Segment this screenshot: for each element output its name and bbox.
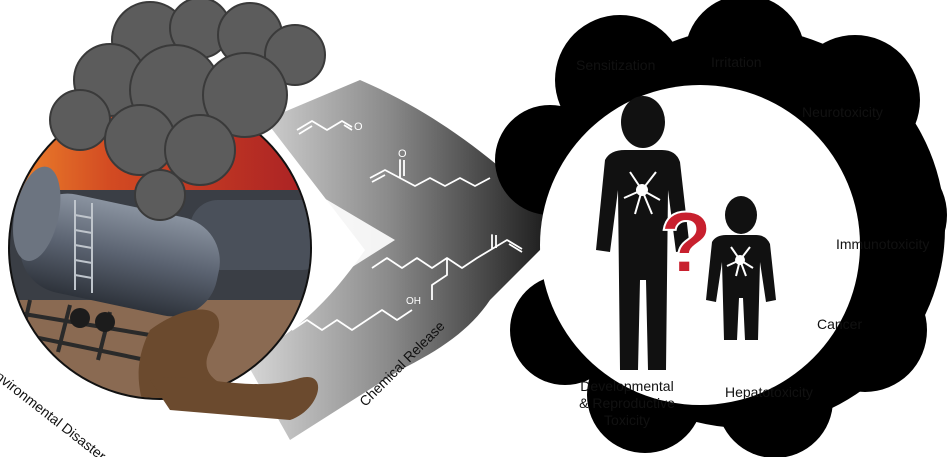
- molecule-acrolein: [296, 120, 353, 131]
- outcome-immunotoxicity: Immunotoxicity: [836, 236, 930, 252]
- tanker-car: [13, 166, 220, 345]
- chemical-spill: [138, 309, 310, 398]
- outcome-developmental-line2: & Reproductive: [579, 395, 675, 411]
- outcome-hepatotoxicity: Hepatotoxicity: [725, 384, 813, 400]
- chemical-structures: [291, 120, 523, 331]
- molecule-butoxyethanol: [291, 309, 413, 331]
- adult-silhouette: [596, 96, 690, 370]
- outcome-sensitization: Sensitization: [576, 57, 656, 73]
- outcome-developmental-reproductive-toxicity: Developmental & Reproductive Toxicity: [578, 378, 676, 429]
- molecule-acrolein-oxygen: O: [354, 121, 363, 133]
- outcome-irritation: Irritation: [711, 54, 762, 70]
- stream-chevron-notch: [285, 175, 395, 300]
- rear-tanker: [190, 200, 310, 270]
- spill-tail: [150, 376, 319, 420]
- neuron-marks: [623, 171, 754, 277]
- outcome-neurotoxicity: Neurotoxicity: [802, 104, 883, 120]
- smoke-plume: [49, 0, 326, 221]
- molecule-hydroxyl: OH: [406, 296, 421, 307]
- question-mark: ?: [660, 195, 713, 291]
- outcome-developmental-line1: Developmental: [580, 378, 674, 394]
- molecule-butyl-acrylate: [369, 159, 491, 187]
- child-silhouette: [706, 196, 776, 340]
- outcome-cancer: Cancer: [817, 316, 863, 332]
- chemical-release-stream: [245, 80, 565, 440]
- molecule-ester-oxygen: O: [398, 148, 407, 160]
- outcome-developmental-line3: Toxicity: [604, 412, 650, 428]
- molecule-ethylhexyl-acrylate: [371, 234, 523, 269]
